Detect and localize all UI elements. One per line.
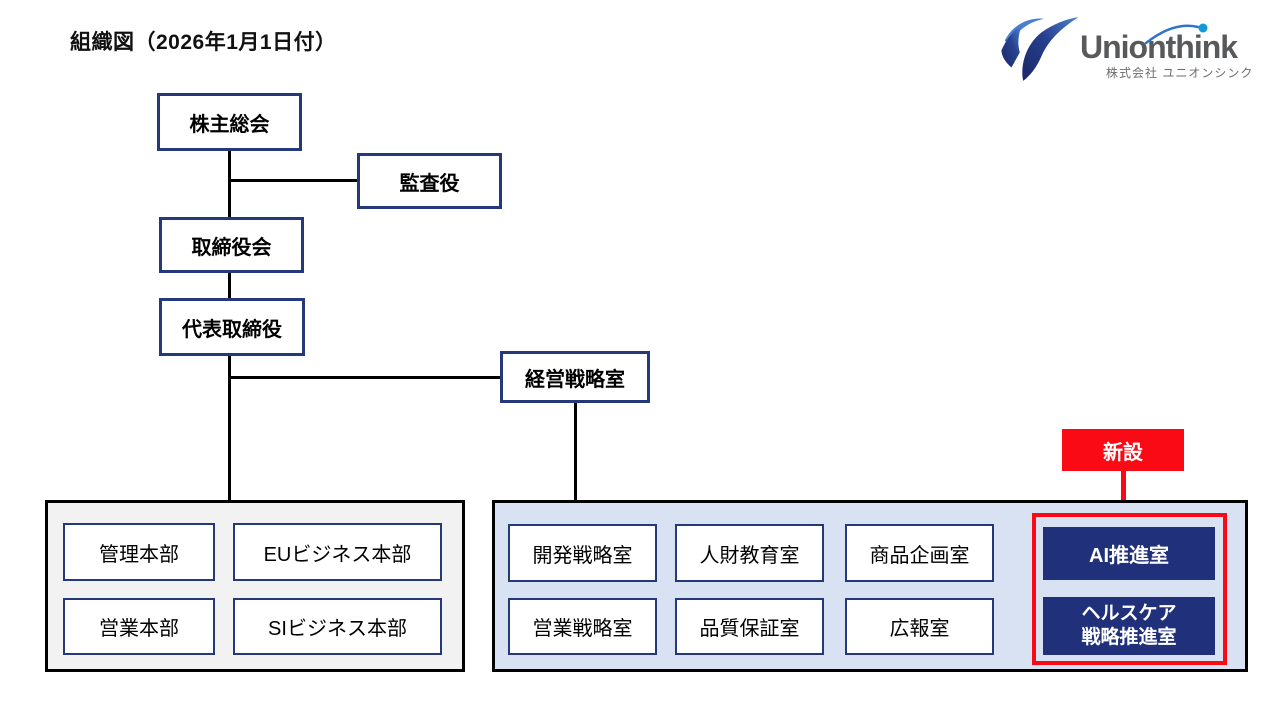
connector-board-president	[228, 273, 231, 298]
new-establishment-badge: 新設	[1062, 429, 1184, 471]
org-box-sales-strategy-office: 営業戦略室	[508, 598, 657, 655]
healthcare-office-line1: ヘルスケア	[1081, 603, 1177, 625]
org-box-dev-strategy-office: 開発戦略室	[508, 524, 657, 582]
logo-swoosh-arc-icon	[1144, 23, 1208, 45]
org-box-pr-office: 広報室	[845, 598, 994, 655]
org-box-admin-hq: 管理本部	[63, 523, 215, 581]
org-box-healthcare-strategy-office: ヘルスケア 戦略推進室	[1043, 597, 1215, 655]
org-box-product-planning-office: 商品企画室	[845, 524, 994, 582]
connector-president-headquarters	[228, 356, 231, 502]
connector-strategy-offices	[574, 403, 577, 502]
org-box-si-business-hq: SIビジネス本部	[233, 598, 442, 655]
logo-company-name: 株式会社 ユニオンシンク	[1106, 66, 1254, 80]
unionthink-logo-icon	[1001, 17, 1079, 81]
org-box-representative-director: 代表取締役	[159, 298, 305, 356]
org-box-quality-assurance-office: 品質保証室	[675, 598, 824, 655]
healthcare-office-line2: 戦略推進室	[1081, 627, 1177, 648]
connector-auditor-branch	[228, 179, 358, 182]
connector-strategy-branch	[228, 376, 500, 379]
org-box-ai-promotion-office: AI推進室	[1043, 527, 1215, 580]
connector-new-badge	[1121, 470, 1126, 514]
page-title: 組織図（2026年1月1日付）	[70, 31, 337, 54]
org-box-eu-business-hq: EUビジネス本部	[233, 523, 442, 581]
org-box-shareholders: 株主総会	[157, 93, 302, 151]
connector-shareholders-board	[228, 151, 231, 217]
org-box-sales-hq: 営業本部	[63, 598, 215, 655]
org-box-management-strategy-office: 経営戦略室	[500, 351, 650, 403]
org-box-hr-education-office: 人財教育室	[675, 524, 824, 582]
org-box-auditor: 監査役	[357, 153, 502, 209]
new-group-highlight-frame	[1032, 513, 1227, 665]
org-box-board-of-directors: 取締役会	[159, 217, 304, 273]
